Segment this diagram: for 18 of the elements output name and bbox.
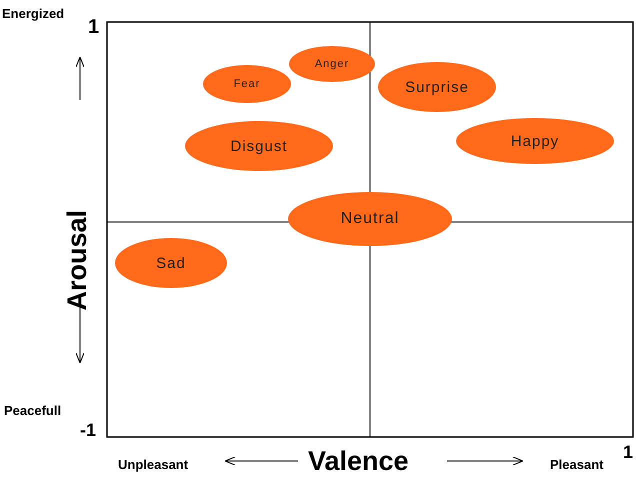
axis-end-label: Pleasant <box>550 457 604 472</box>
tick-label: 1 <box>623 442 634 463</box>
tick-label: -1 <box>80 420 96 441</box>
emotion-label: Sad <box>156 254 186 272</box>
emotion-label: Surprise <box>405 78 469 96</box>
axis-title: Arousal <box>62 210 93 311</box>
emotion-label: Happy <box>510 132 560 150</box>
axis-title: Valence <box>308 446 409 477</box>
emotion-ellipse <box>289 46 375 82</box>
emotion-label: Neutral <box>340 210 400 228</box>
emotion-ellipse <box>203 65 291 103</box>
emotion-label: Fear <box>234 78 260 90</box>
axis-end-label: Unpleasant <box>118 457 188 472</box>
emotion-label: Disgust <box>230 138 288 154</box>
tick-label: 1 <box>88 16 100 39</box>
emotion-label: Anger <box>314 58 350 70</box>
axis-end-label: Peacefull <box>4 403 62 418</box>
axis-end-label: Energized <box>2 6 64 21</box>
